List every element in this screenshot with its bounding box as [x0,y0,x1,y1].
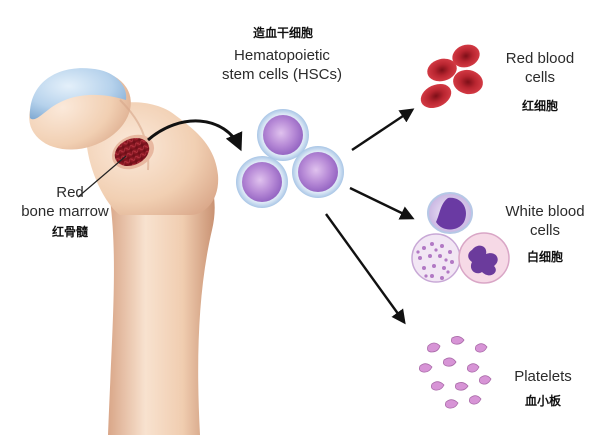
hsc-cell-left [236,156,288,208]
red-blood-cells [420,44,483,109]
hsc-to-wbc-arrow [349,186,415,220]
hsc-to-rbc-arrow [351,108,415,151]
hsc-cell-right [292,146,344,198]
wbc-neutrophil [458,232,510,284]
rbc-label-zh: 红细胞 [521,99,558,113]
hsc-to-platelets-arrow [325,213,406,325]
wbc-label-en-2: cells [529,222,560,239]
marrow-to-hsc-arrow [147,119,243,152]
wbc-lymphocyte [427,192,473,234]
hsc-label-zh: 造血干细胞 [252,26,313,40]
platelets-label-zh: 血小板 [524,394,561,408]
hsc-label-en-2: stem cells (HSCs) [221,66,342,83]
marrow-leader-line [77,155,127,198]
platelets-cluster [419,336,492,409]
wbc-label-zh: 白细胞 [526,250,563,264]
wbc-granulocyte [411,233,461,283]
rbc-label-en-1: Red blood [505,50,575,67]
femur-bone [29,68,219,435]
hsc-label-en-1: Hematopoietic [234,47,330,64]
hsc-cell-top [257,109,309,161]
rbc-label-en-2: cells [524,69,555,86]
wbc-label-en-1: White blood [505,203,585,220]
white-blood-cells [411,192,510,284]
marrow-label-zh: 红骨髓 [51,225,88,239]
marrow-label-en-2: bone marrow [21,203,109,220]
marrow-label-en-1: Red [56,184,84,201]
platelets-label-en: Platelets [514,368,572,385]
hsc-cluster [236,109,344,208]
